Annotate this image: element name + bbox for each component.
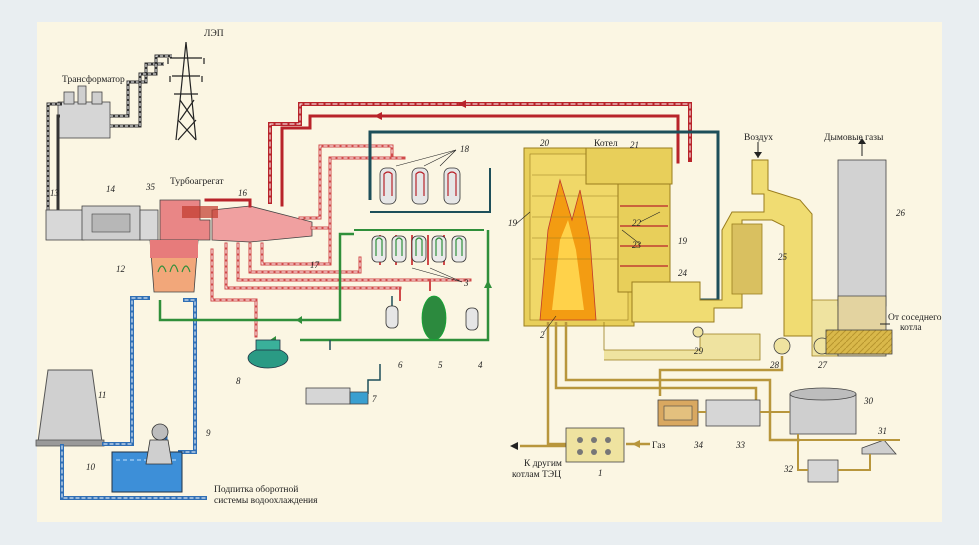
number-25: 25 xyxy=(778,252,788,262)
number-18: 18 xyxy=(460,144,470,154)
number-30: 30 xyxy=(863,396,874,406)
drain-cooler-4 xyxy=(465,307,479,331)
number-10: 10 xyxy=(86,462,96,472)
number-2: 2 xyxy=(540,330,545,340)
drain-cooler-6 xyxy=(385,305,399,329)
number-11: 11 xyxy=(98,390,106,400)
heater-33 xyxy=(705,399,761,427)
leader-lines xyxy=(395,149,661,333)
from-adjacent-label-2: котла xyxy=(900,323,922,333)
gas-arrow xyxy=(510,440,640,450)
busbar-cables xyxy=(46,54,172,212)
tank-32 xyxy=(807,459,839,483)
number-35: 35 xyxy=(145,182,156,192)
number-24: 24 xyxy=(678,268,688,278)
flue-gases-label: Дымовые газы xyxy=(824,133,884,143)
number-13: 13 xyxy=(50,188,60,198)
steam-pipes xyxy=(204,102,692,338)
number-17: 17 xyxy=(310,260,320,270)
makeup-label-2: системы водоохлаждения xyxy=(214,496,318,506)
power-line-label: ЛЭП xyxy=(204,29,224,39)
number-16: 16 xyxy=(238,188,248,198)
number-31: 31 xyxy=(877,426,887,436)
low-pressure-heaters xyxy=(354,229,484,263)
flow-arrows xyxy=(270,280,492,344)
number-3: 3 xyxy=(463,278,469,288)
steam-arrows xyxy=(374,100,466,120)
number-33: 33 xyxy=(735,440,746,450)
number-19b: 19 xyxy=(678,236,688,246)
condensate-pump xyxy=(305,387,369,405)
fuel-oil-tank xyxy=(789,387,857,435)
number-27: 27 xyxy=(818,360,828,370)
cooling-tower xyxy=(35,369,105,447)
number-29: 29 xyxy=(694,346,704,356)
number-20: 20 xyxy=(540,138,550,148)
boiler-label: Котел xyxy=(594,139,618,149)
number-22: 22 xyxy=(632,218,642,228)
number-32: 32 xyxy=(783,464,794,474)
deaerator-tank xyxy=(421,295,447,341)
number-8: 8 xyxy=(236,376,241,386)
to-other-boilers-label-1: К другим xyxy=(524,459,562,469)
number-7: 7 xyxy=(372,394,377,404)
number-9: 9 xyxy=(206,428,211,438)
number-12: 12 xyxy=(116,264,126,274)
feed-pump xyxy=(247,339,289,369)
air-label: Воздух xyxy=(744,133,773,143)
labels-group: Трансформатор ЛЭП Турбоагрегат Котел Воз… xyxy=(62,29,942,506)
circulation-pump xyxy=(145,423,173,465)
component-numbers: 1 2 3 4 5 6 7 8 9 10 11 12 13 14 15 16 1… xyxy=(50,138,906,478)
condenser xyxy=(149,239,199,293)
makeup-label-1: Подпитка оборотной xyxy=(214,484,298,495)
pump-31 xyxy=(861,439,897,455)
number-23: 23 xyxy=(632,240,642,250)
gas-label: Газ xyxy=(652,441,665,451)
number-21: 21 xyxy=(630,140,639,150)
number-26: 26 xyxy=(896,208,906,218)
high-pressure-heaters xyxy=(378,167,470,213)
number-1: 1 xyxy=(598,468,603,478)
number-14: 14 xyxy=(106,184,116,194)
boiler xyxy=(523,147,673,327)
fuel-oil-pipes xyxy=(698,411,900,471)
turbine-unit-label: Турбоагрегат xyxy=(170,176,224,187)
number-28: 28 xyxy=(770,360,780,370)
number-5: 5 xyxy=(438,360,443,370)
number-34: 34 xyxy=(693,440,704,450)
power-line-tower xyxy=(167,41,205,141)
number-4: 4 xyxy=(478,360,483,370)
to-other-boilers-label-2: котлам ТЭЦ xyxy=(512,470,561,480)
gas-distribution-1 xyxy=(565,427,625,463)
air-arrow xyxy=(754,142,762,158)
pump-34 xyxy=(657,399,699,427)
number-6: 6 xyxy=(398,360,403,370)
from-adjacent-label-1: От соседнего xyxy=(888,313,942,323)
transformer-label: Трансформатор xyxy=(62,74,125,85)
turbine-unit xyxy=(45,199,313,243)
number-19a: 19 xyxy=(508,218,518,228)
transformer xyxy=(57,85,111,139)
chimney xyxy=(825,138,893,357)
